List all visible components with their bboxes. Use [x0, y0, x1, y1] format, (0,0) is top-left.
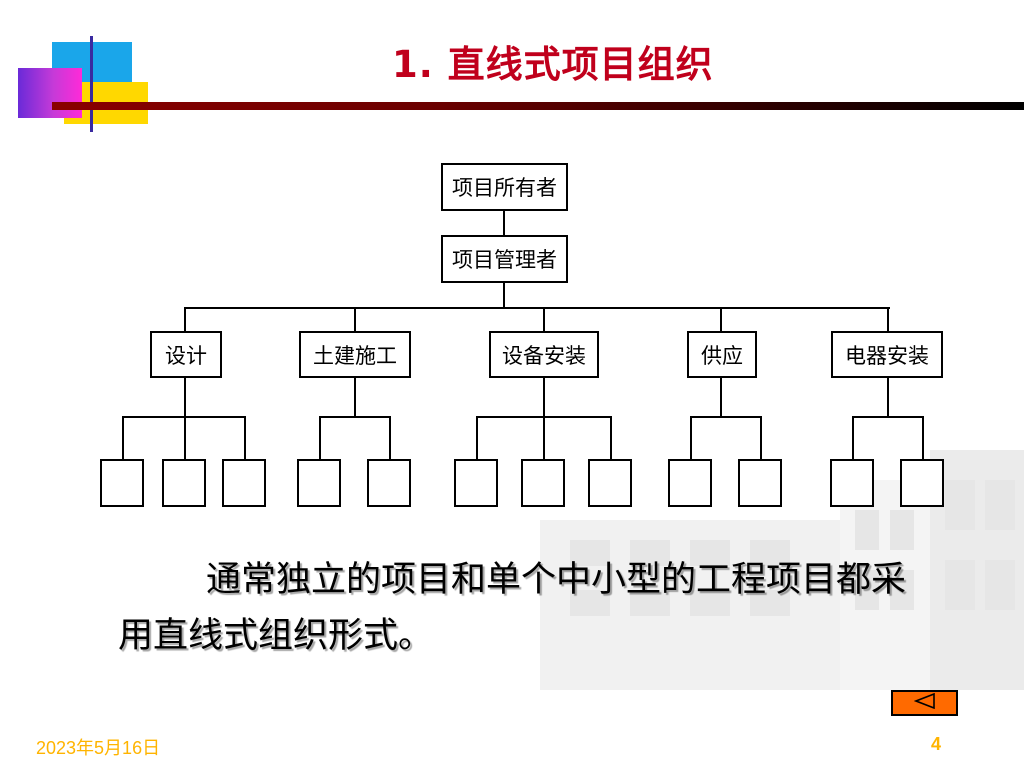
connector-electrical-leaf-2 — [922, 416, 924, 459]
decor-magenta-square — [18, 68, 82, 118]
connector-electrical-leaf-1 — [852, 416, 854, 459]
connector-equipment-leaf-3 — [610, 416, 612, 459]
slide-title: 1. 直线式项目组织 — [392, 34, 714, 88]
connector-supply-leaf-1 — [690, 416, 692, 459]
connector-design-leaf-3 — [244, 416, 246, 459]
connector-department-bus — [184, 307, 890, 309]
connector-design-down — [184, 377, 186, 417]
node-dept-supply: 供应 — [687, 331, 757, 378]
connector-design-leaf-1 — [122, 416, 124, 459]
node-design-sub-3 — [222, 459, 266, 507]
node-manager: 项目管理者 — [441, 235, 568, 283]
node-civil-sub-1 — [297, 459, 341, 507]
node-dept-equipment: 设备安装 — [489, 331, 599, 378]
connector-supply-leaf-2 — [760, 416, 762, 459]
node-supply-sub-1 — [668, 459, 712, 507]
connector-supply-down — [720, 377, 722, 417]
connector-civil-bus — [319, 416, 391, 418]
connector-civil-leaf-2 — [389, 416, 391, 459]
node-electrical-sub-1 — [830, 459, 874, 507]
node-equipment-sub-3 — [588, 459, 632, 507]
node-owner: 项目所有者 — [441, 163, 568, 211]
node-civil-sub-2 — [367, 459, 411, 507]
connector-design-leaf-2 — [184, 416, 186, 459]
connector-equipment-leaf-2 — [543, 416, 545, 459]
node-design-sub-1 — [100, 459, 144, 507]
node-dept-design: 设计 — [150, 331, 222, 378]
decor-vertical-line — [90, 36, 93, 132]
connector-equipment-down — [543, 377, 545, 417]
connector-to-civil — [354, 307, 356, 331]
node-dept-civil: 土建施工 — [299, 331, 411, 378]
previous-slide-button[interactable] — [891, 690, 958, 716]
connector-electrical-down — [887, 377, 889, 417]
footer-date: 2023年5月16日 — [36, 734, 160, 760]
connector-electrical-bus — [852, 416, 924, 418]
slide-body-text: 通常独立的项目和单个中小型的工程项目都采用直线式组织形式。 — [118, 552, 938, 664]
connector-civil-leaf-1 — [319, 416, 321, 459]
node-dept-electrical: 电器安装 — [831, 331, 943, 378]
page-number: 4 — [931, 734, 941, 755]
node-supply-sub-2 — [738, 459, 782, 507]
connector-equipment-leaf-1 — [476, 416, 478, 459]
connector-to-equipment — [543, 307, 545, 331]
back-triangle-icon — [914, 693, 936, 713]
node-design-sub-2 — [162, 459, 206, 507]
connector-owner-manager — [503, 210, 505, 236]
connector-supply-bus — [690, 416, 762, 418]
connector-to-supply — [720, 307, 722, 331]
connector-civil-down — [354, 377, 356, 417]
node-equipment-sub-2 — [521, 459, 565, 507]
node-electrical-sub-2 — [900, 459, 944, 507]
connector-to-design — [184, 307, 186, 331]
node-equipment-sub-1 — [454, 459, 498, 507]
connector-to-electrical — [887, 307, 889, 331]
title-divider-line — [52, 102, 1024, 110]
connector-manager-bus — [503, 282, 505, 308]
